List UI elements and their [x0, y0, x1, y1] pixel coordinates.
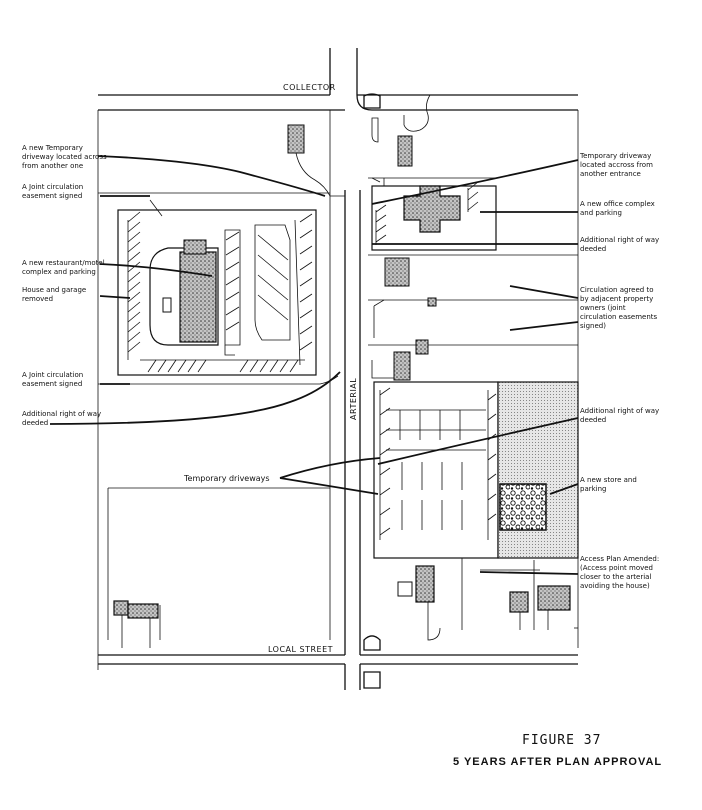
- annotation-joint-circulation-top: A Joint circulation easement signed: [22, 183, 83, 200]
- svg-text:Additional right of way: Additional right of way: [580, 236, 659, 244]
- svg-text:deeded: deeded: [580, 416, 606, 424]
- middle-house-2: [393, 351, 411, 381]
- svg-text:A new restaurant/motel: A new restaurant/motel: [22, 259, 105, 267]
- northeast-house: [397, 135, 413, 167]
- annotation-temporary-driveway-right: Temporary driveway located accross from …: [579, 152, 653, 178]
- left-annotations: A new Temporary driveway located across …: [22, 144, 107, 427]
- local-street-label: LOCAL STREET: [268, 645, 333, 654]
- svg-text:removed: removed: [22, 295, 53, 303]
- svg-text:A new store and: A new store and: [580, 476, 637, 484]
- svg-text:Access Plan Amended:: Access Plan Amended:: [580, 555, 659, 563]
- svg-text:House and garage: House and garage: [22, 286, 86, 294]
- annotation-right-of-way-left: Additional right of way deeded: [22, 410, 101, 427]
- right-annotations: Temporary driveway located accross from …: [579, 152, 659, 590]
- annotation-temporary-driveway-left: A new Temporary driveway located across …: [22, 144, 107, 170]
- annotation-access-plan-amended: Access Plan Amended: (Access point moved…: [580, 555, 659, 590]
- svg-text:driveway located across: driveway located across: [22, 153, 107, 161]
- svg-text:Circulation agreed to: Circulation agreed to: [580, 286, 653, 294]
- svg-text:A new office complex: A new office complex: [580, 200, 655, 208]
- southwest-house: [113, 600, 129, 616]
- svg-text:easement signed: easement signed: [22, 192, 82, 200]
- office-complex: [371, 177, 497, 251]
- annotation-new-store: A new store and parking: [580, 476, 637, 493]
- restaurant-motel-complex: [117, 199, 317, 376]
- svg-text:closer to the arterial: closer to the arterial: [580, 573, 651, 581]
- annotation-leaders: [49, 155, 579, 575]
- annotation-house-removed: House and garage removed: [22, 286, 86, 303]
- svg-text:by adjacent property: by adjacent property: [580, 295, 653, 303]
- svg-text:(Access point moved: (Access point moved: [580, 564, 653, 572]
- svg-text:A Joint circulation: A Joint circulation: [22, 371, 83, 379]
- svg-text:Temporary driveway: Temporary driveway: [579, 152, 651, 160]
- figure-number: FIGURE 37: [522, 733, 601, 748]
- annotation-restaurant-motel: A new restaurant/motel complex and parki…: [22, 259, 105, 276]
- southwest-lots: [98, 110, 339, 648]
- svg-text:signed): signed): [580, 322, 606, 330]
- svg-text:owners (joint: owners (joint: [580, 304, 626, 312]
- svg-text:Additional right of way: Additional right of way: [580, 407, 659, 415]
- svg-text:and parking: and parking: [580, 209, 622, 217]
- svg-text:from another one: from another one: [22, 162, 83, 170]
- svg-text:avoiding the house): avoiding the house): [580, 582, 650, 590]
- southeast-garage: [537, 585, 571, 611]
- svg-text:easement signed: easement signed: [22, 380, 82, 388]
- annotation-circulation-agreed: Circulation agreed to by adjacent proper…: [580, 286, 658, 330]
- store-complex: [373, 381, 579, 559]
- northwest-house: [287, 124, 305, 154]
- restaurant-parking: [127, 199, 313, 373]
- collector-street-label: COLLECTOR: [283, 83, 336, 92]
- annotation-joint-circulation-bottom: A Joint circulation easement signed: [22, 371, 83, 388]
- svg-text:parking: parking: [580, 485, 607, 493]
- annotation-right-of-way-right-1: Additional right of way deeded: [580, 236, 659, 253]
- svg-text:another entrance: another entrance: [580, 170, 641, 178]
- figure-title: 5 YEARS AFTER PLAN APPROVAL: [453, 756, 662, 768]
- middle-house-1: [384, 257, 410, 287]
- southeast-house-2: [509, 591, 529, 613]
- svg-text:A new Temporary: A new Temporary: [22, 144, 83, 152]
- east-side-parcels: [368, 94, 579, 648]
- svg-text:circulation easements: circulation easements: [580, 313, 658, 321]
- new-store-building: [497, 381, 579, 559]
- annotation-temporary-driveways: Temporary driveways: [183, 474, 270, 483]
- svg-text:deeded: deeded: [580, 245, 606, 253]
- northwest-lot: [97, 110, 345, 670]
- southeast-house: [415, 565, 435, 603]
- svg-text:located accross from: located accross from: [580, 161, 653, 169]
- annotation-office-complex: A new office complex and parking: [580, 200, 655, 217]
- svg-text:Additional right of way: Additional right of way: [22, 410, 101, 418]
- street-network: [98, 48, 578, 690]
- restaurant-building: [179, 251, 217, 343]
- arterial-street-label: ARTERIAL: [349, 378, 358, 420]
- annotation-right-of-way-right-2: Additional right of way deeded: [580, 407, 659, 424]
- svg-text:deeded: deeded: [22, 419, 48, 427]
- svg-text:A Joint circulation: A Joint circulation: [22, 183, 83, 191]
- svg-text:complex and parking: complex and parking: [22, 268, 96, 276]
- store-landscape-island: [499, 483, 547, 531]
